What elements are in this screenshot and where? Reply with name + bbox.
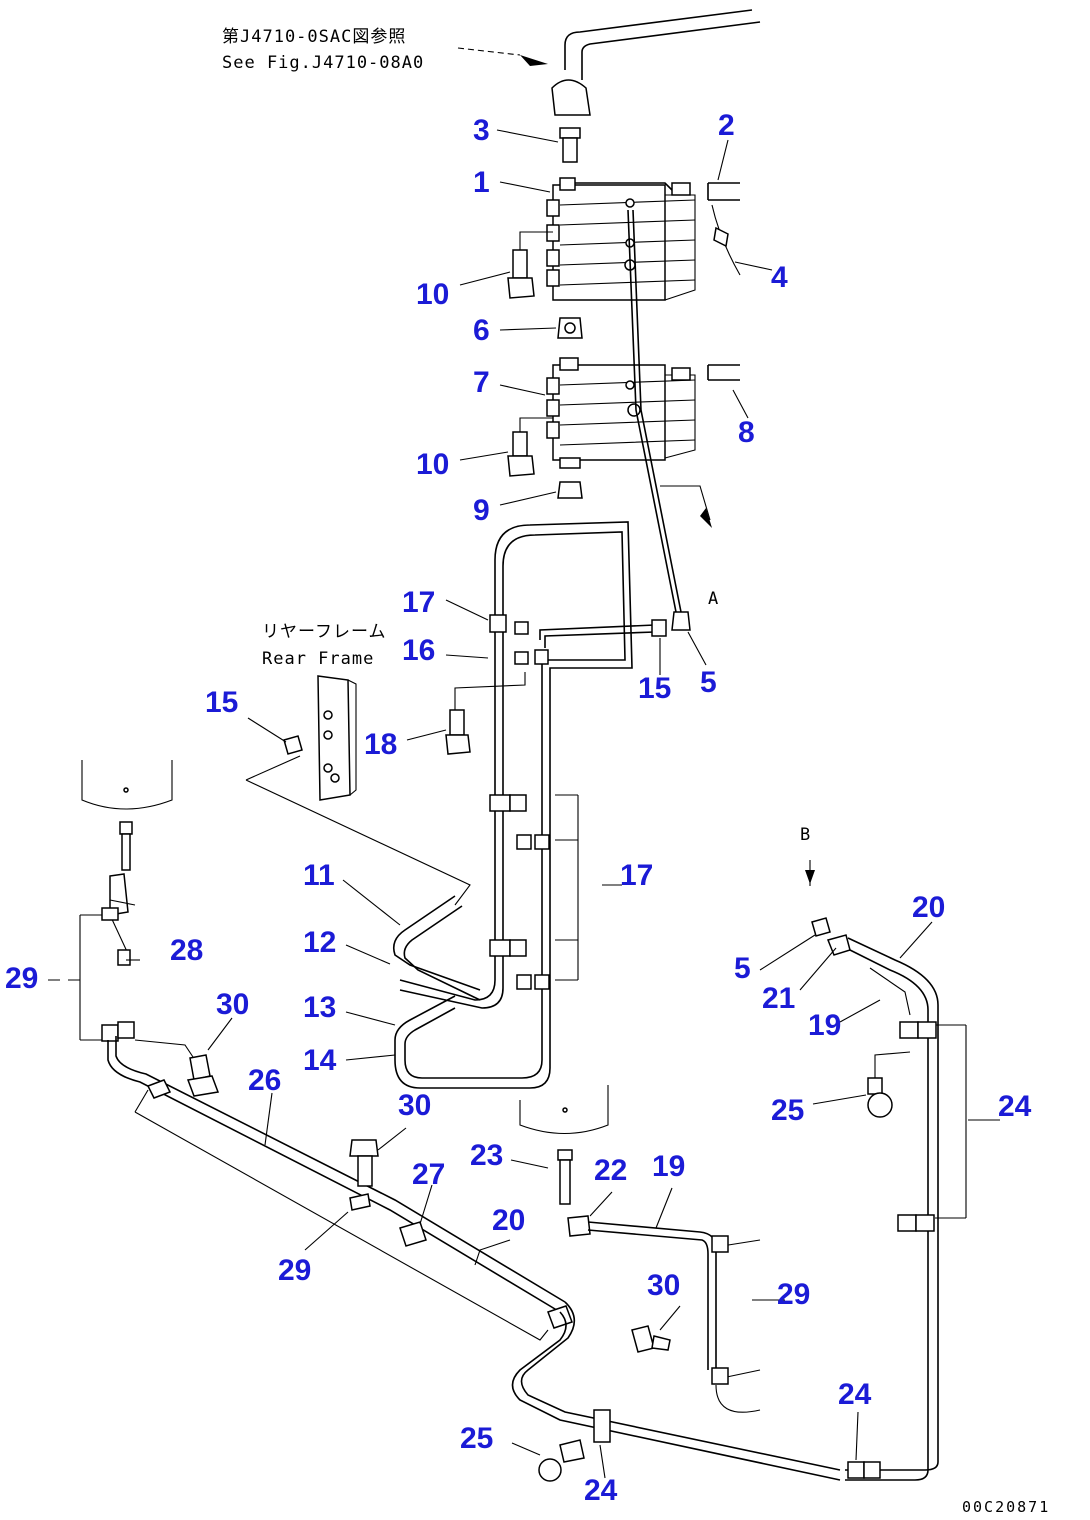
callout-24b: 24: [838, 1378, 872, 1411]
arrow-label-b: B: [800, 825, 811, 845]
callout-17b: 17: [620, 859, 653, 892]
clamp-group-17: [489, 794, 579, 990]
lower-loop-pipes: [392, 895, 481, 1001]
bolt-10-lower: [507, 417, 553, 477]
callout-16: 16: [402, 634, 435, 667]
rear-frame-label-jp: リヤーフレーム: [262, 622, 386, 642]
drawing-code: 00C20871: [962, 1498, 1050, 1516]
leader-lines: [48, 129, 1000, 1479]
bolt-30-right: [631, 1325, 671, 1353]
callout-10a: 10: [416, 278, 449, 311]
callout-21: 21: [762, 982, 795, 1015]
bolt-10-upper: [507, 231, 553, 299]
callout-5a: 5: [700, 666, 717, 699]
callout-24a: 24: [998, 1090, 1032, 1123]
callout-18: 18: [364, 728, 397, 761]
callout-13: 13: [303, 991, 336, 1024]
pipe-assembly-right: B: [800, 825, 967, 1481]
callout-25b: 25: [460, 1422, 493, 1455]
callout-15b: 15: [638, 672, 671, 705]
callout-4: 4: [771, 261, 788, 294]
callout-1: 1: [473, 166, 490, 199]
callout-30a: 30: [216, 988, 249, 1021]
figure-ref-en: See Fig.J4710-08A0: [222, 53, 424, 73]
valve-block-1: [546, 177, 696, 301]
callout-3: 3: [473, 114, 490, 147]
callout-9: 9: [473, 494, 490, 527]
callout-14: 14: [303, 1044, 337, 1077]
callout-29c: 29: [777, 1278, 810, 1311]
bolt-18: [445, 672, 526, 755]
bolt-30-middle: [349, 1139, 379, 1187]
callout-29a: 29: [5, 962, 38, 995]
arrow-label-a: A: [708, 589, 719, 609]
callout-26: 26: [248, 1064, 281, 1097]
left-cylinder-group: [79, 760, 173, 1042]
callout-7: 7: [473, 366, 490, 399]
callouts: 1 2 3 4 5 5 6 7 8 9 10 10 11 12 13 14 15…: [5, 109, 1032, 1507]
bracket-24-bottom: [538, 1409, 611, 1482]
callout-20a: 20: [912, 891, 945, 924]
callout-15a: 15: [205, 686, 238, 719]
pipe-assembly-center: [394, 521, 667, 1089]
cap-2: [707, 182, 741, 276]
cylinder-23: [519, 1085, 761, 1413]
rear-frame-label-en: Rear Frame: [262, 649, 374, 669]
callout-5b: 5: [734, 952, 751, 985]
callout-24c: 24: [584, 1474, 618, 1507]
callout-25a: 25: [771, 1094, 804, 1127]
top-hose: [551, 9, 761, 116]
bolt-30-left: [186, 1054, 220, 1097]
callout-10b: 10: [416, 448, 449, 481]
callout-30c: 30: [647, 1269, 680, 1302]
callout-29b: 29: [278, 1254, 311, 1287]
plug-9: [557, 481, 583, 499]
callout-6: 6: [473, 314, 490, 347]
callout-19b: 19: [652, 1150, 685, 1183]
callout-27: 27: [412, 1158, 445, 1191]
fitting-6: [557, 317, 583, 339]
fitting-3: [559, 127, 581, 163]
pilot-hose: A: [627, 209, 719, 631]
callout-23: 23: [470, 1139, 503, 1172]
callout-30b: 30: [398, 1089, 431, 1122]
figure-ref-jp: 第J4710-0SAC図参照: [222, 27, 406, 47]
callout-22: 22: [594, 1154, 627, 1187]
pipe-assembly-lower-left: [107, 1036, 841, 1481]
callout-28: 28: [170, 934, 203, 967]
figure-reference-note: 第J4710-0SAC図参照 See Fig.J4710-08A0: [222, 27, 548, 73]
callout-11: 11: [303, 859, 335, 892]
callout-19a: 19: [808, 1009, 841, 1042]
callout-2: 2: [718, 109, 735, 142]
callout-8: 8: [738, 416, 755, 449]
cap-8: [707, 364, 740, 381]
rear-frame-bracket: リヤーフレーム Rear Frame: [245, 622, 471, 906]
callout-12: 12: [303, 926, 336, 959]
callout-17a: 17: [402, 586, 435, 619]
callout-20b: 20: [492, 1204, 525, 1237]
valve-block-7: [546, 357, 696, 469]
